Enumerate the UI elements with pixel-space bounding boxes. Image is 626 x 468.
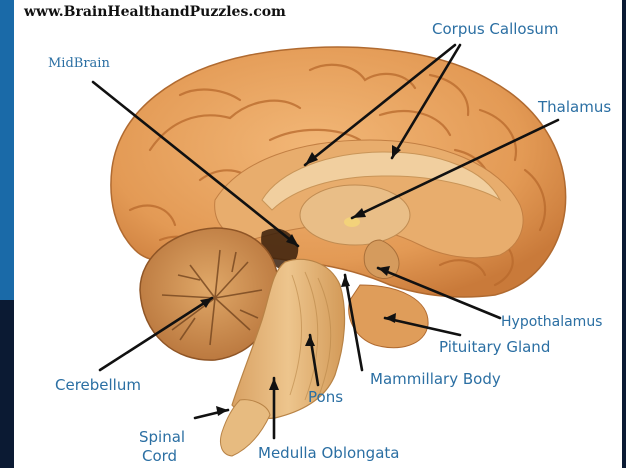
label-pons: Pons: [308, 388, 343, 406]
label-spinal: Spinal: [139, 428, 185, 446]
label-pituitary-gland: Pituitary Gland: [439, 338, 550, 356]
label-medulla-oblongata: Medulla Oblongata: [258, 444, 399, 462]
temporal-lobe-shape: [349, 285, 428, 348]
label-midbrain: MidBrain: [48, 55, 110, 73]
label-cerebellum: Cerebellum: [55, 376, 141, 394]
label-hypothalamus: Hypothalamus: [501, 313, 602, 331]
label-cord: Cord: [142, 447, 177, 465]
label-thalamus: Thalamus: [538, 98, 611, 116]
label-mammillary-body: Mammillary Body: [370, 370, 501, 388]
label-corpus-callosum: Corpus Callosum: [432, 20, 559, 38]
site-url: www.BrainHealthandPuzzles.com: [24, 4, 286, 20]
